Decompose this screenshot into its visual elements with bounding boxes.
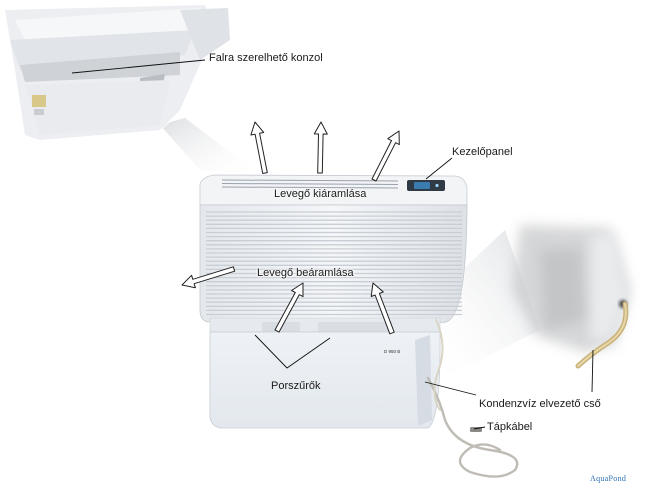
power-cable (426, 376, 519, 478)
outlet-arrow-3 (371, 130, 400, 182)
inlet-arrow-left (181, 266, 236, 289)
brand-logo: AquaPond (590, 474, 627, 483)
airflow-arrows (181, 121, 400, 335)
model-tag: D 950 B (384, 349, 401, 354)
condensate-hose (433, 319, 444, 411)
zoom-beam-right (430, 230, 540, 380)
label-control-panel: Kezelőpanel (452, 146, 513, 158)
outlet-slots (221, 179, 399, 189)
hose-inset-leader (591, 349, 594, 393)
dehumidifier-unit (199, 174, 468, 429)
label-power-cable: Tápkábel (487, 421, 533, 433)
outlet-arrow-2 (313, 121, 328, 174)
label-condensate-hose: Kondenzvíz elvezető cső (479, 398, 601, 410)
label-wall-bracket: Falra szerelhető konzol (209, 52, 323, 64)
leader-lines (254, 157, 486, 430)
wall-bracket-inset (0, 0, 232, 150)
zoom-beam-top (160, 118, 260, 175)
bracket-leader (71, 59, 206, 74)
hose-inset (512, 225, 630, 369)
label-air-inlet: Levegő beáramlása (257, 267, 354, 279)
outlet-arrow-1 (250, 121, 268, 174)
grille-louvers (206, 211, 462, 316)
label-dust-filters: Porszűrők (271, 380, 321, 392)
label-air-outlet: Levegő kiáramlása (274, 188, 367, 200)
inlet-arrow-3 (370, 282, 395, 335)
inlet-arrow-2 (274, 282, 304, 333)
